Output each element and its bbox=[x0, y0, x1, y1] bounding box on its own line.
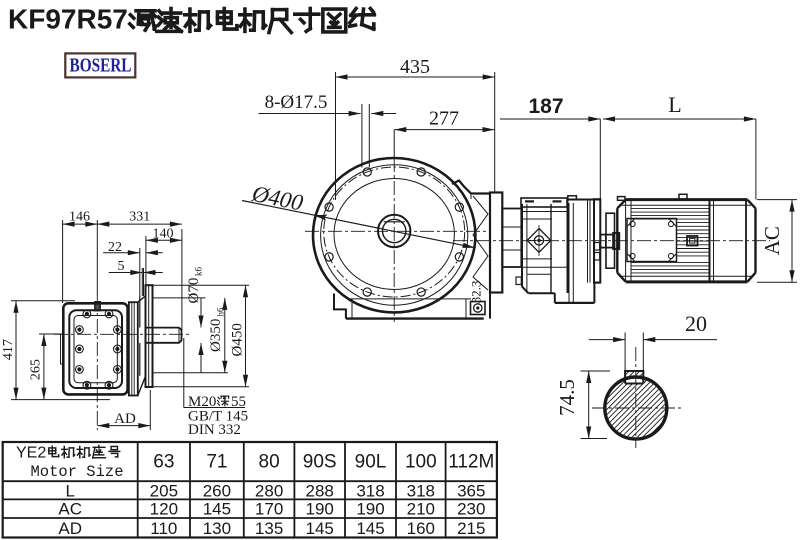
svg-text:80: 80 bbox=[259, 452, 280, 473]
svg-text:Ø70: Ø70 bbox=[186, 278, 202, 304]
svg-text:170: 170 bbox=[255, 500, 283, 519]
svg-text:318: 318 bbox=[356, 481, 384, 500]
svg-text:277: 277 bbox=[429, 108, 459, 130]
svg-text:187: 187 bbox=[528, 95, 563, 118]
svg-text:160: 160 bbox=[407, 519, 435, 538]
svg-text:YE2: YE2 bbox=[16, 445, 46, 462]
svg-text:265: 265 bbox=[29, 359, 44, 380]
svg-text:417: 417 bbox=[1, 339, 16, 360]
svg-text:110: 110 bbox=[150, 519, 177, 538]
svg-text:190: 190 bbox=[356, 500, 384, 519]
svg-text:318: 318 bbox=[407, 481, 435, 500]
svg-text:190: 190 bbox=[306, 500, 334, 519]
svg-text:288: 288 bbox=[306, 481, 334, 500]
svg-text:h6: h6 bbox=[216, 307, 226, 317]
svg-text:20: 20 bbox=[685, 311, 707, 336]
svg-text:Motor Size: Motor Size bbox=[31, 463, 124, 481]
svg-text:8-Ø17.5: 8-Ø17.5 bbox=[265, 92, 328, 113]
svg-text:260: 260 bbox=[203, 481, 231, 500]
svg-text:90S: 90S bbox=[303, 452, 337, 473]
svg-text:63: 63 bbox=[153, 452, 174, 473]
svg-text:140: 140 bbox=[153, 227, 174, 242]
svg-text:435: 435 bbox=[400, 56, 430, 78]
svg-text:KF97R57: KF97R57 bbox=[8, 4, 128, 35]
svg-text:130: 130 bbox=[203, 519, 231, 538]
svg-text:AD: AD bbox=[58, 519, 82, 538]
svg-text:100: 100 bbox=[405, 452, 437, 473]
svg-text:L: L bbox=[65, 481, 74, 500]
svg-text:145: 145 bbox=[356, 519, 384, 538]
svg-text:145: 145 bbox=[203, 500, 231, 519]
svg-text:230: 230 bbox=[457, 500, 485, 519]
svg-text:AC: AC bbox=[58, 500, 82, 519]
svg-text:DIN 332: DIN 332 bbox=[188, 422, 241, 438]
svg-text:146: 146 bbox=[69, 210, 90, 225]
svg-text:365: 365 bbox=[457, 481, 485, 500]
svg-text:74.5: 74.5 bbox=[555, 379, 579, 416]
svg-text:215: 215 bbox=[457, 519, 485, 538]
svg-text:120: 120 bbox=[150, 500, 178, 519]
svg-text:71: 71 bbox=[206, 452, 227, 473]
svg-text:331: 331 bbox=[129, 210, 150, 225]
svg-text:55: 55 bbox=[231, 394, 246, 410]
svg-text:L: L bbox=[668, 92, 681, 117]
svg-text:Ø450: Ø450 bbox=[230, 323, 246, 356]
svg-text:90L: 90L bbox=[355, 452, 387, 473]
svg-text:k6: k6 bbox=[194, 267, 204, 277]
svg-text:M20: M20 bbox=[188, 394, 216, 410]
svg-text:135: 135 bbox=[255, 519, 283, 538]
svg-text:280: 280 bbox=[255, 481, 283, 500]
svg-text:GB/T 145: GB/T 145 bbox=[188, 409, 248, 425]
svg-text:BOSERL: BOSERL bbox=[70, 55, 132, 77]
svg-text:145: 145 bbox=[306, 519, 334, 538]
svg-text:5: 5 bbox=[118, 259, 125, 274]
svg-text:112M: 112M bbox=[448, 452, 494, 473]
svg-text:22: 22 bbox=[108, 240, 122, 255]
svg-text:210: 210 bbox=[407, 500, 435, 519]
svg-text:205: 205 bbox=[150, 481, 178, 500]
svg-text:Ø350: Ø350 bbox=[208, 319, 224, 352]
svg-text:AD: AD bbox=[114, 411, 136, 427]
svg-text:32.3: 32.3 bbox=[469, 281, 484, 304]
